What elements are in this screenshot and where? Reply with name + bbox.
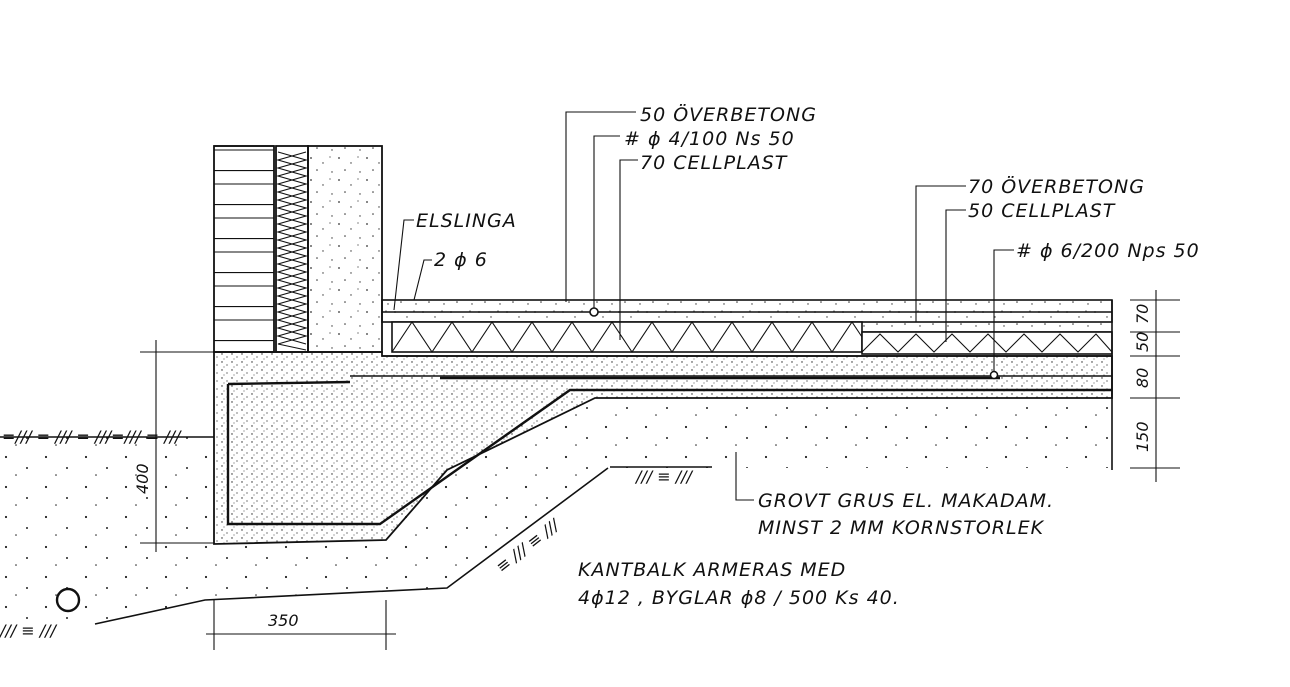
label-mesh-6-200: # ϕ 6/200 Nps 50 [1016,240,1200,262]
label-elslinga: ELSLINGA [416,210,517,232]
label-beam-line1: KANTBALK ARMERAS MED [578,559,846,581]
label-cellplast-70: 70 CELLPLAST [640,152,788,174]
label-overbetong-70: 70 ÖVERBETONG [968,175,1145,198]
label-gravel-line1: GROVT GRUS EL. MAKADAM. [758,490,1054,512]
dim-50: 50 [1133,332,1152,352]
brick-wall [213,145,275,353]
label-beam-line2: 4ϕ12 , BYGLAR ϕ8 / 500 Ks 40. [578,587,900,609]
floor-layers [381,299,1113,470]
svg-text:/// ≡ ///: /// ≡ /// [634,467,694,486]
label-mesh-4-100: # ϕ 4/100 Ns 50 [624,128,795,150]
gravel-fill [0,398,1112,625]
dim-70: 70 [1133,304,1152,324]
dim-150: 150 [1133,421,1152,452]
annotations: 50 ÖVERBETONG # ϕ 4/100 Ns 50 70 CELLPLA… [416,103,1200,609]
concrete-inner-wall [307,145,383,353]
svg-text:/// ≡ ///: /// ≡ /// [0,621,58,640]
wall-insulation [275,145,309,353]
dim-80: 80 [1133,368,1152,388]
label-bars-2-6: 2 ϕ 6 [434,249,488,271]
label-overbetong-50: 50 ÖVERBETONG [640,103,817,126]
dimension-values: 70 50 80 150 400 350 [133,304,1152,630]
drain-pipe [55,587,81,613]
dim-400: 400 [133,463,152,494]
svg-text:=/// = /// = ///=/// = ///: =/// = /// = ///=/// = /// [2,427,182,446]
leader-lines [393,111,1014,501]
label-gravel-line2: MINST 2 MM KORNSTORLEK [758,517,1045,539]
dim-350: 350 [268,611,299,630]
edge-beam [213,351,1113,545]
label-cellplast-50: 50 CELLPLAST [968,200,1116,222]
dimension-lines [140,290,1180,650]
